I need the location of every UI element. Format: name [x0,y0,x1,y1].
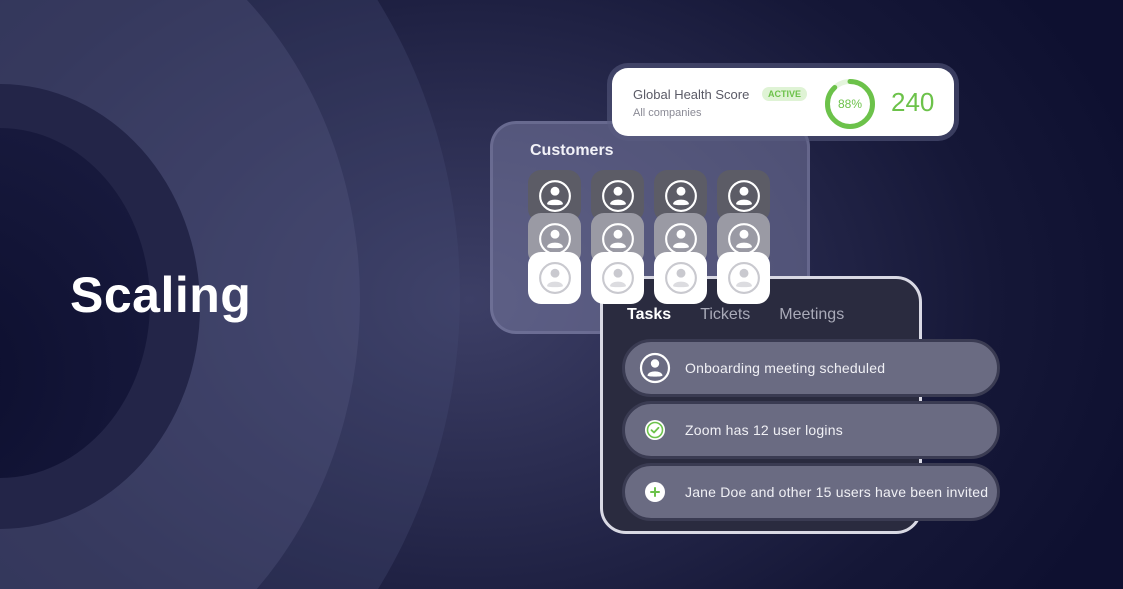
page-title: Scaling [70,267,252,323]
list-item[interactable]: Zoom has 12 user logins [622,401,1000,459]
tab-tasks[interactable]: Tasks [627,306,672,323]
customer-avatar[interactable] [528,252,581,304]
tab-tickets[interactable]: Tickets [700,306,751,323]
user-circle-icon [538,180,571,212]
tabs: Tasks Tickets Meetings [627,306,844,324]
user-circle-icon [727,180,760,212]
user-circle-icon [601,180,634,212]
plus-circle-icon [625,481,685,503]
user-circle-icon [625,352,685,384]
user-circle-icon [538,262,571,294]
user-circle-icon [538,223,571,255]
list-item[interactable]: Jane Doe and other 15 users have been in… [622,463,1000,521]
customer-avatar[interactable] [717,252,770,304]
user-circle-icon [664,223,697,255]
customer-avatar[interactable] [591,252,644,304]
user-circle-icon [727,223,760,255]
health-score-title: Global Health Score [633,87,750,102]
user-circle-icon [601,262,634,294]
tab-meetings[interactable]: Meetings [779,306,845,323]
status-badge: ACTIVE [762,87,808,101]
progress-ring-icon [825,79,875,129]
task-text: Zoom has 12 user logins [685,422,843,438]
customers-title: Customers [530,142,614,159]
check-circle-icon [625,419,685,441]
health-score-card[interactable]: Global Health Score ACTIVE All companies… [612,68,954,136]
health-percent: 88% [837,97,863,111]
user-circle-icon [664,180,697,212]
user-circle-icon [601,223,634,255]
user-circle-icon [727,262,760,294]
task-text: Onboarding meeting scheduled [685,360,886,376]
health-score-subtitle: All companies [633,107,702,119]
customer-avatar[interactable] [654,252,707,304]
user-circle-icon [664,262,697,294]
task-text: Jane Doe and other 15 users have been in… [685,484,989,500]
health-score-value: 240 [891,87,935,117]
list-item[interactable]: Onboarding meeting scheduled [622,339,1000,397]
